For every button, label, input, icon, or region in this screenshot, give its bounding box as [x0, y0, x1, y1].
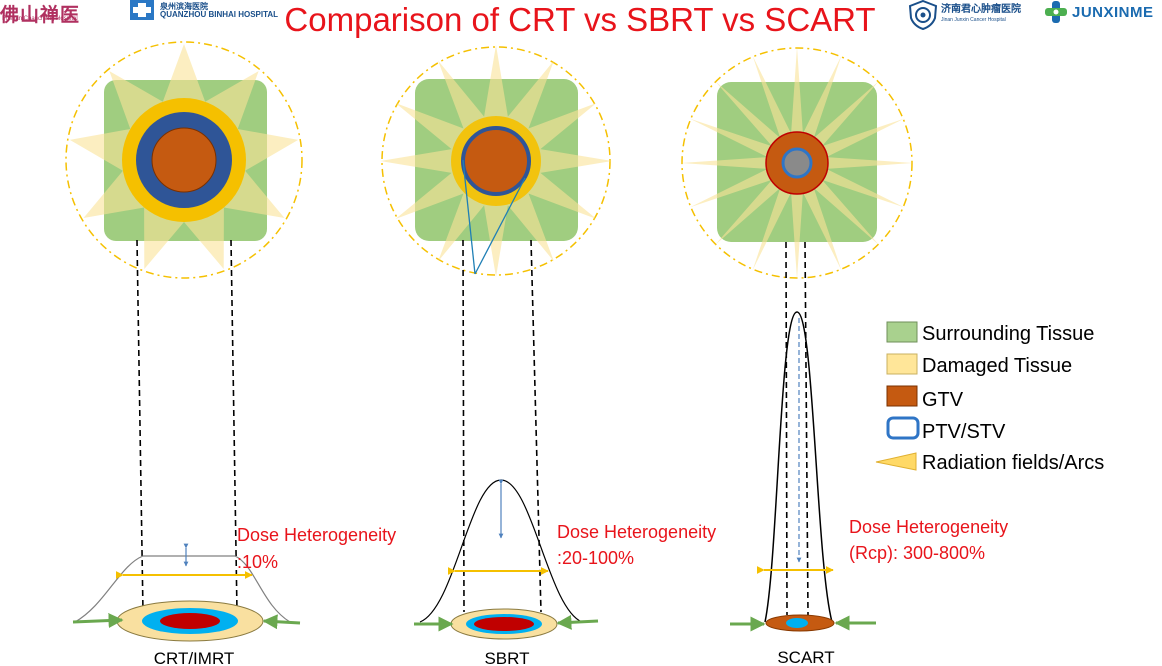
- junxinmed-logo: JUNXINME: [1044, 0, 1154, 24]
- scart-dose-profile: [764, 311, 833, 623]
- quanzhou-logo-en: QUANZHOU BINHAI HOSPITAL: [160, 10, 279, 19]
- crt-dose-label: Dose Heterogeneity: [237, 525, 396, 545]
- crt-projection-left: [136, 239, 144, 613]
- jinan-logo-en: Jinan Junxin Cancer Hospital: [941, 17, 1006, 23]
- crt-beam-arrow-left: [72, 613, 124, 629]
- foshan-logo-text: 佛山禅医: [0, 4, 81, 26]
- legend-swatch-surrounding-tissue: [886, 321, 918, 343]
- panel-sbrt: Dose Heterogeneity :20-100% SBRT: [380, 45, 716, 666]
- legend-label-damaged-tissue: Damaged Tissue: [922, 355, 1072, 377]
- sbrt-projection-right: [530, 239, 542, 613]
- sbrt-target-gtv: [474, 617, 534, 631]
- scart-label: SCART: [777, 648, 834, 666]
- slide-title: Comparison of CRT vs SBRT vs SCART: [284, 1, 876, 38]
- scart-ptv: [781, 147, 813, 179]
- scart-target-ptv: [786, 618, 808, 628]
- crt-beam-arrow-right: [262, 614, 301, 630]
- scart-projection-left: [785, 241, 788, 616]
- jinan-junxin-cancer-hospital-logo: 济南君心肿瘤医院 Jinan Junxin Cancer Hospital: [908, 0, 1021, 30]
- foshan-logo-subtext: Foshan Chancheng Hospital: [2, 16, 78, 22]
- sbrt-gtv-ptv: [461, 126, 531, 196]
- quanzhou-logo-icon: [130, 0, 154, 20]
- legend: Surrounding Tissue Damaged Tissue GTV PT…: [875, 321, 1104, 474]
- legend-label-radiation-fields: Radiation fields/Arcs: [922, 452, 1104, 474]
- foshan-chancheng-hospital-logo: 佛山禅医 Foshan Chancheng Hospital: [0, 0, 80, 27]
- sbrt-dose-value: :20-100%: [557, 548, 634, 568]
- jinan-logo-shield-icon: [908, 0, 938, 30]
- crt-field-boundary: [65, 41, 303, 279]
- scart-projection-right: [804, 241, 809, 616]
- scart-dose-value: (Rcp): 300-800%: [849, 543, 985, 563]
- crt-target-gtv: [160, 613, 220, 629]
- quanzhou-binhai-hospital-logo: 泉州滨海医院 QUANZHOU BINHAI HOSPITAL: [128, 0, 278, 22]
- quanzhou-logo-text: 泉州滨海医院 QUANZHOU BINHAI HOSPITAL: [160, 3, 278, 19]
- crt-gtv: [151, 127, 217, 193]
- crt-dose-value: :10%: [237, 552, 278, 572]
- sbrt-beam-line-right: [474, 177, 526, 275]
- crt-dose-profile: [74, 555, 291, 623]
- sbrt-dose-label: Dose Heterogeneity: [557, 522, 716, 542]
- crt-projection-right: [230, 239, 238, 613]
- junxinmed-logo-cross-icon: [1045, 1, 1067, 23]
- legend-label-ptv-stv: PTV/STV: [922, 421, 1006, 443]
- legend-swatch-damaged-tissue: [886, 353, 918, 375]
- sbrt-beam-arrow-right: [556, 614, 599, 630]
- quanzhou-logo-cn: 泉州滨海医院: [160, 2, 208, 11]
- legend-label-gtv: GTV: [922, 389, 964, 411]
- scart-dose-label: Dose Heterogeneity: [849, 517, 1008, 537]
- sbrt-beam-line-left: [462, 159, 476, 275]
- crt-label: CRT/IMRT: [154, 649, 235, 666]
- legend-swatch-ptv-stv: [886, 416, 920, 440]
- jinan-logo-text: 济南君心肿瘤医院 Jinan Junxin Cancer Hospital: [941, 5, 1021, 25]
- sbrt-label: SBRT: [484, 649, 529, 666]
- junxinmed-logo-text: JUNXINME: [1072, 3, 1154, 21]
- panel-crt-imrt: Dose Heterogeneity :10% CRT/IMRT: [65, 41, 396, 666]
- sbrt-projection-left: [462, 239, 465, 613]
- legend-label-surrounding-tissue: Surrounding Tissue: [922, 323, 1094, 345]
- jinan-logo-cn: 济南君心肿瘤医院: [941, 4, 1021, 15]
- legend-swatch-radiation-fields: [875, 452, 917, 471]
- panel-scart: Dose Heterogeneity (Rcp): 300-800% SCART: [681, 47, 1008, 666]
- legend-swatch-gtv: [886, 385, 918, 407]
